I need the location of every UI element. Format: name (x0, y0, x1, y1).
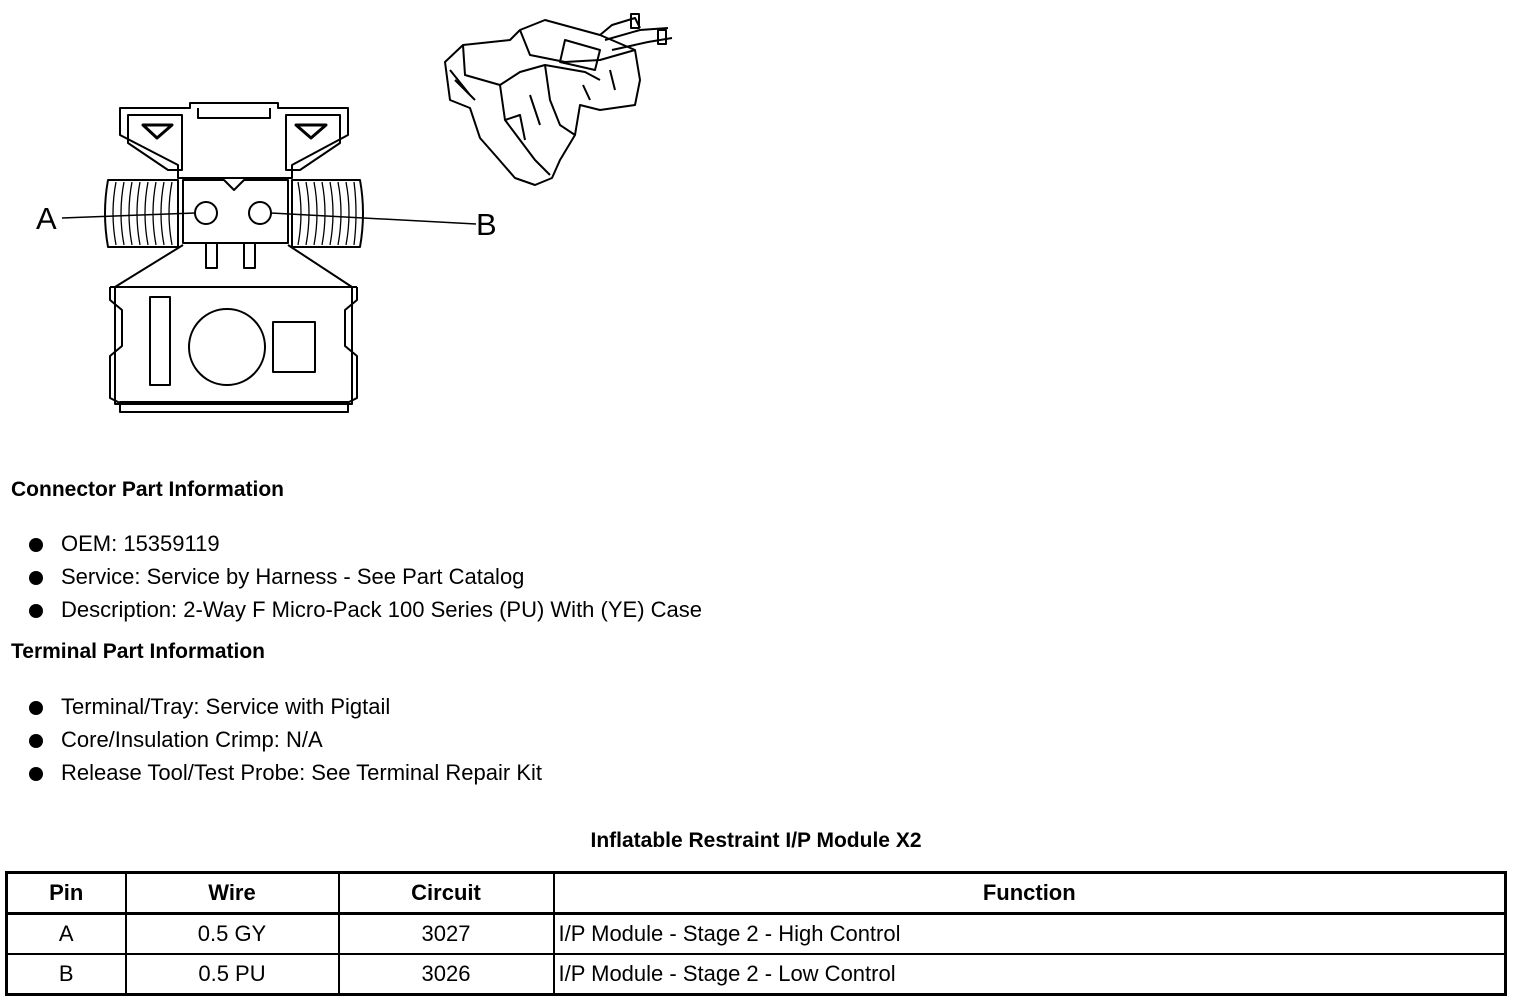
column-header-pin: Pin (5, 871, 127, 915)
connector-description-text: Description: 2-Way F Micro-Pack 100 Seri… (61, 597, 702, 622)
pin-callout-b: B (476, 207, 497, 242)
terminal-release-tool-text: Release Tool/Test Probe: See Terminal Re… (61, 760, 542, 785)
circuit-cell: 3027 (337, 912, 555, 955)
bullet-icon (29, 604, 43, 618)
terminal-info-heading: Terminal Part Information (11, 640, 265, 663)
pin-leader-lines (61, 212, 477, 225)
pin-cell: A (5, 912, 127, 955)
function-cell: I/P Module - Stage 2 - Low Control (552, 953, 1507, 996)
circuit-cell: 3026 (337, 953, 555, 996)
connector-diagram (61, 13, 673, 413)
connector-lower-body (109, 244, 358, 413)
connector-service-text: Service: Service by Harness - See Part C… (61, 564, 525, 589)
column-header-circuit: Circuit (337, 871, 555, 915)
table-row: A 0.5 GY 3027 I/P Module - Stage 2 - Hig… (5, 912, 1507, 955)
pin-callout-a: A (36, 201, 57, 236)
bullet-icon (29, 571, 43, 585)
connector-upper-housing (119, 102, 349, 179)
wire-cell: 0.5 GY (124, 912, 340, 955)
function-cell: I/P Module - Stage 2 - High Control (552, 912, 1507, 955)
connector-3d-view (444, 13, 673, 186)
pin-cell: B (5, 953, 127, 996)
connector-oem-text: OEM: 15359119 (61, 531, 220, 556)
wire-cell: 0.5 PU (124, 953, 340, 996)
pinout-table-title: Inflatable Restraint I/P Module X2 (590, 829, 922, 852)
column-header-function: Function (552, 871, 1507, 915)
cavity-a (194, 201, 218, 225)
connector-ribbed-grip (104, 179, 364, 248)
bullet-icon (29, 734, 43, 748)
terminal-tray-text: Terminal/Tray: Service with Pigtail (61, 694, 391, 719)
pinout-table: Pin Wire Circuit Function A 0.5 GY 3027 … (5, 871, 1507, 996)
cavity-b (248, 201, 272, 225)
terminal-crimp-text: Core/Insulation Crimp: N/A (61, 727, 323, 752)
bullet-icon (29, 767, 43, 781)
column-header-wire: Wire (124, 871, 340, 915)
table-row: B 0.5 PU 3026 I/P Module - Stage 2 - Low… (5, 953, 1507, 996)
connector-cavity-face (182, 179, 289, 269)
table-header-row: Pin Wire Circuit Function (5, 871, 1507, 915)
bullet-icon (29, 701, 43, 715)
connector-info-heading: Connector Part Information (11, 478, 285, 501)
bullet-icon (29, 538, 43, 552)
